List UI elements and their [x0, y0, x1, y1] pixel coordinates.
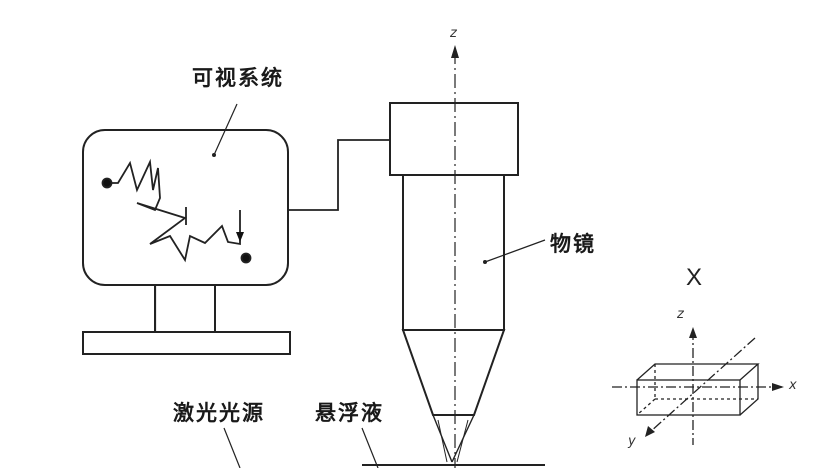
label-laser-source: 激光光源	[173, 401, 265, 425]
connecting-cable	[288, 139, 390, 211]
objective-lens	[389, 102, 519, 463]
trajectory-arrowhead	[236, 232, 244, 242]
objective-body	[402, 174, 505, 331]
inset-z-axis-label: z	[677, 307, 684, 322]
main-z-axis-label: z	[450, 26, 457, 41]
leader-objective	[484, 239, 546, 263]
label-visual-system: 可视系统	[192, 66, 284, 90]
z-axis-arrowhead	[451, 45, 459, 58]
leader-suspension	[361, 427, 379, 468]
label-objective: 物镜	[550, 232, 596, 256]
inset-x-axis-label: x	[789, 378, 797, 393]
inset-coordinate-box	[612, 327, 784, 445]
trajectory-end-dot	[240, 252, 252, 264]
particle-trajectory	[101, 158, 252, 264]
trajectory-start-dot	[101, 177, 113, 189]
monitor	[82, 129, 291, 355]
inset-title-x: X	[686, 264, 703, 291]
monitor-base	[82, 331, 291, 355]
monitor-screen	[82, 129, 289, 286]
leader-laser-source	[223, 427, 241, 468]
objective-cone	[401, 329, 506, 416]
inset-y-axis-label: y	[628, 434, 636, 449]
objective-top-block	[389, 102, 519, 176]
label-suspension: 悬浮液	[315, 401, 384, 425]
leader-visual-system	[213, 103, 238, 156]
